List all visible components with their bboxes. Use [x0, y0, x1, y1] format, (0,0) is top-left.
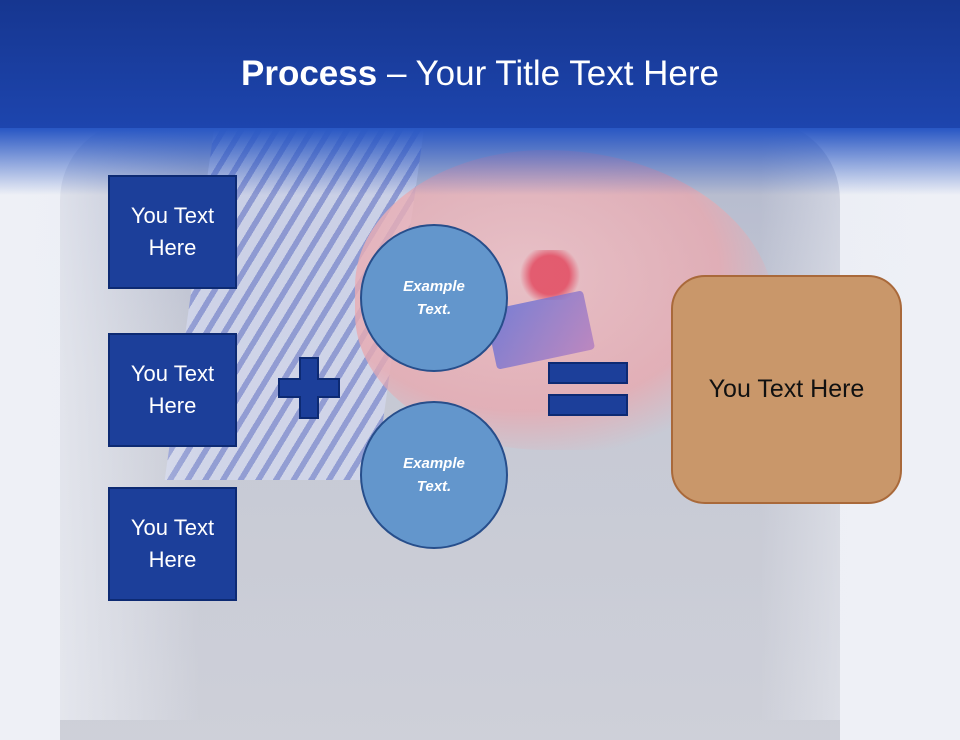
plus-icon — [278, 357, 340, 419]
input-box-2: You Text Here — [108, 333, 237, 447]
title-bold: Process — [241, 54, 378, 93]
input-box-1: You Text Here — [108, 175, 237, 289]
title-rest: – Your Title Text Here — [377, 54, 719, 93]
equals-icon — [548, 362, 628, 416]
slide-title: Process – Your Title Text Here — [0, 52, 960, 96]
example-circle-2: Example Text. — [360, 401, 508, 549]
example-circle-1: Example Text. — [360, 224, 508, 372]
result-box: You Text Here — [671, 275, 902, 504]
header-band-solid — [0, 0, 960, 128]
input-box-3: You Text Here — [108, 487, 237, 601]
